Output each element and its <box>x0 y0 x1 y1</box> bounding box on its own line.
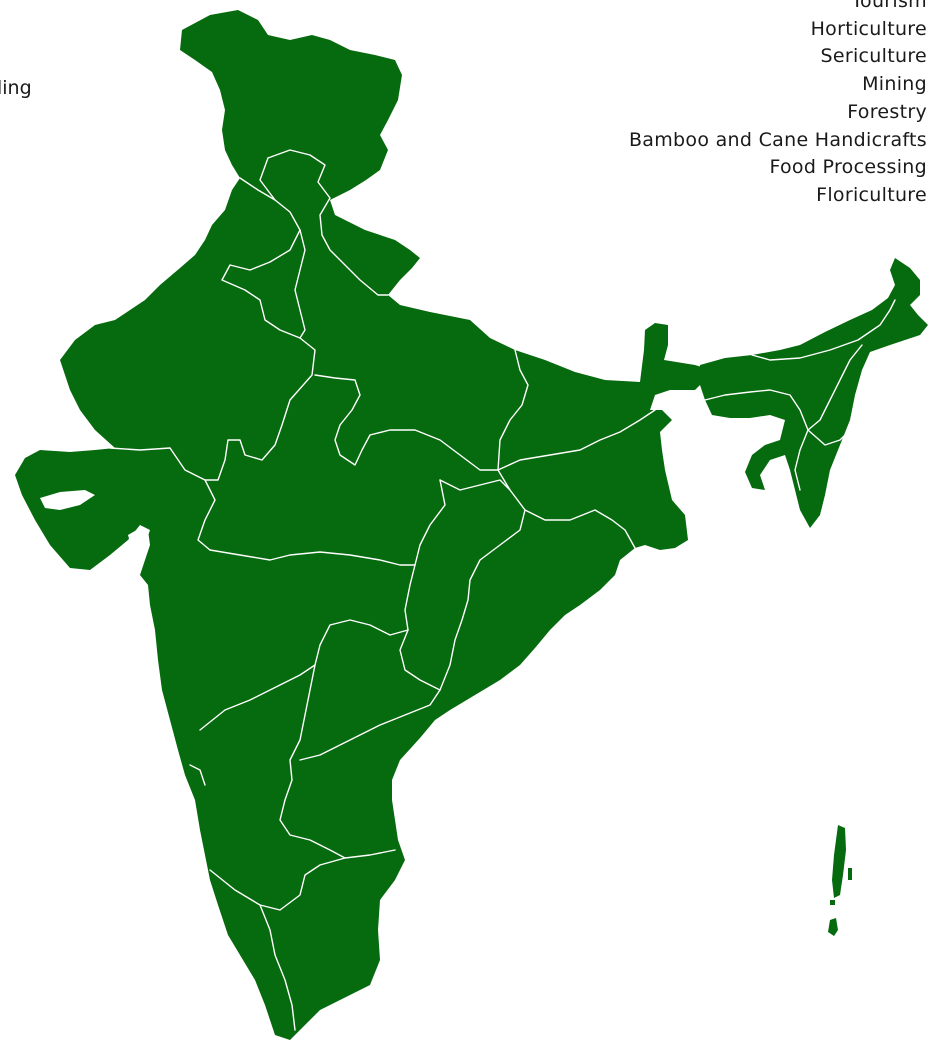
nicobar-island-1 <box>828 918 838 936</box>
industry-list: Tourism Horticulture Sericulture Mining … <box>629 0 927 210</box>
land-group <box>15 10 928 1040</box>
industry-item: Mining <box>862 73 927 96</box>
state-borders <box>109 149 896 1031</box>
clipped-left-label: ling <box>0 77 32 99</box>
andaman-islands <box>832 825 846 898</box>
nicobar-island-2 <box>830 900 835 905</box>
mainland-india <box>15 10 705 1040</box>
industry-item: Floriculture <box>816 183 927 206</box>
industry-item: Sericulture <box>820 45 927 68</box>
gulf-of-khambhat <box>128 528 150 575</box>
northeast-india <box>700 258 928 528</box>
industry-item: Bamboo and Cane Handicrafts <box>628 128 927 151</box>
gulf-of-kutch <box>40 490 95 510</box>
industry-item: Horticulture <box>810 17 927 40</box>
small-island <box>848 868 852 880</box>
industry-item: Tourism <box>851 0 927 12</box>
industry-item: Food Processing <box>769 156 927 179</box>
industry-item: Forestry <box>847 100 927 123</box>
